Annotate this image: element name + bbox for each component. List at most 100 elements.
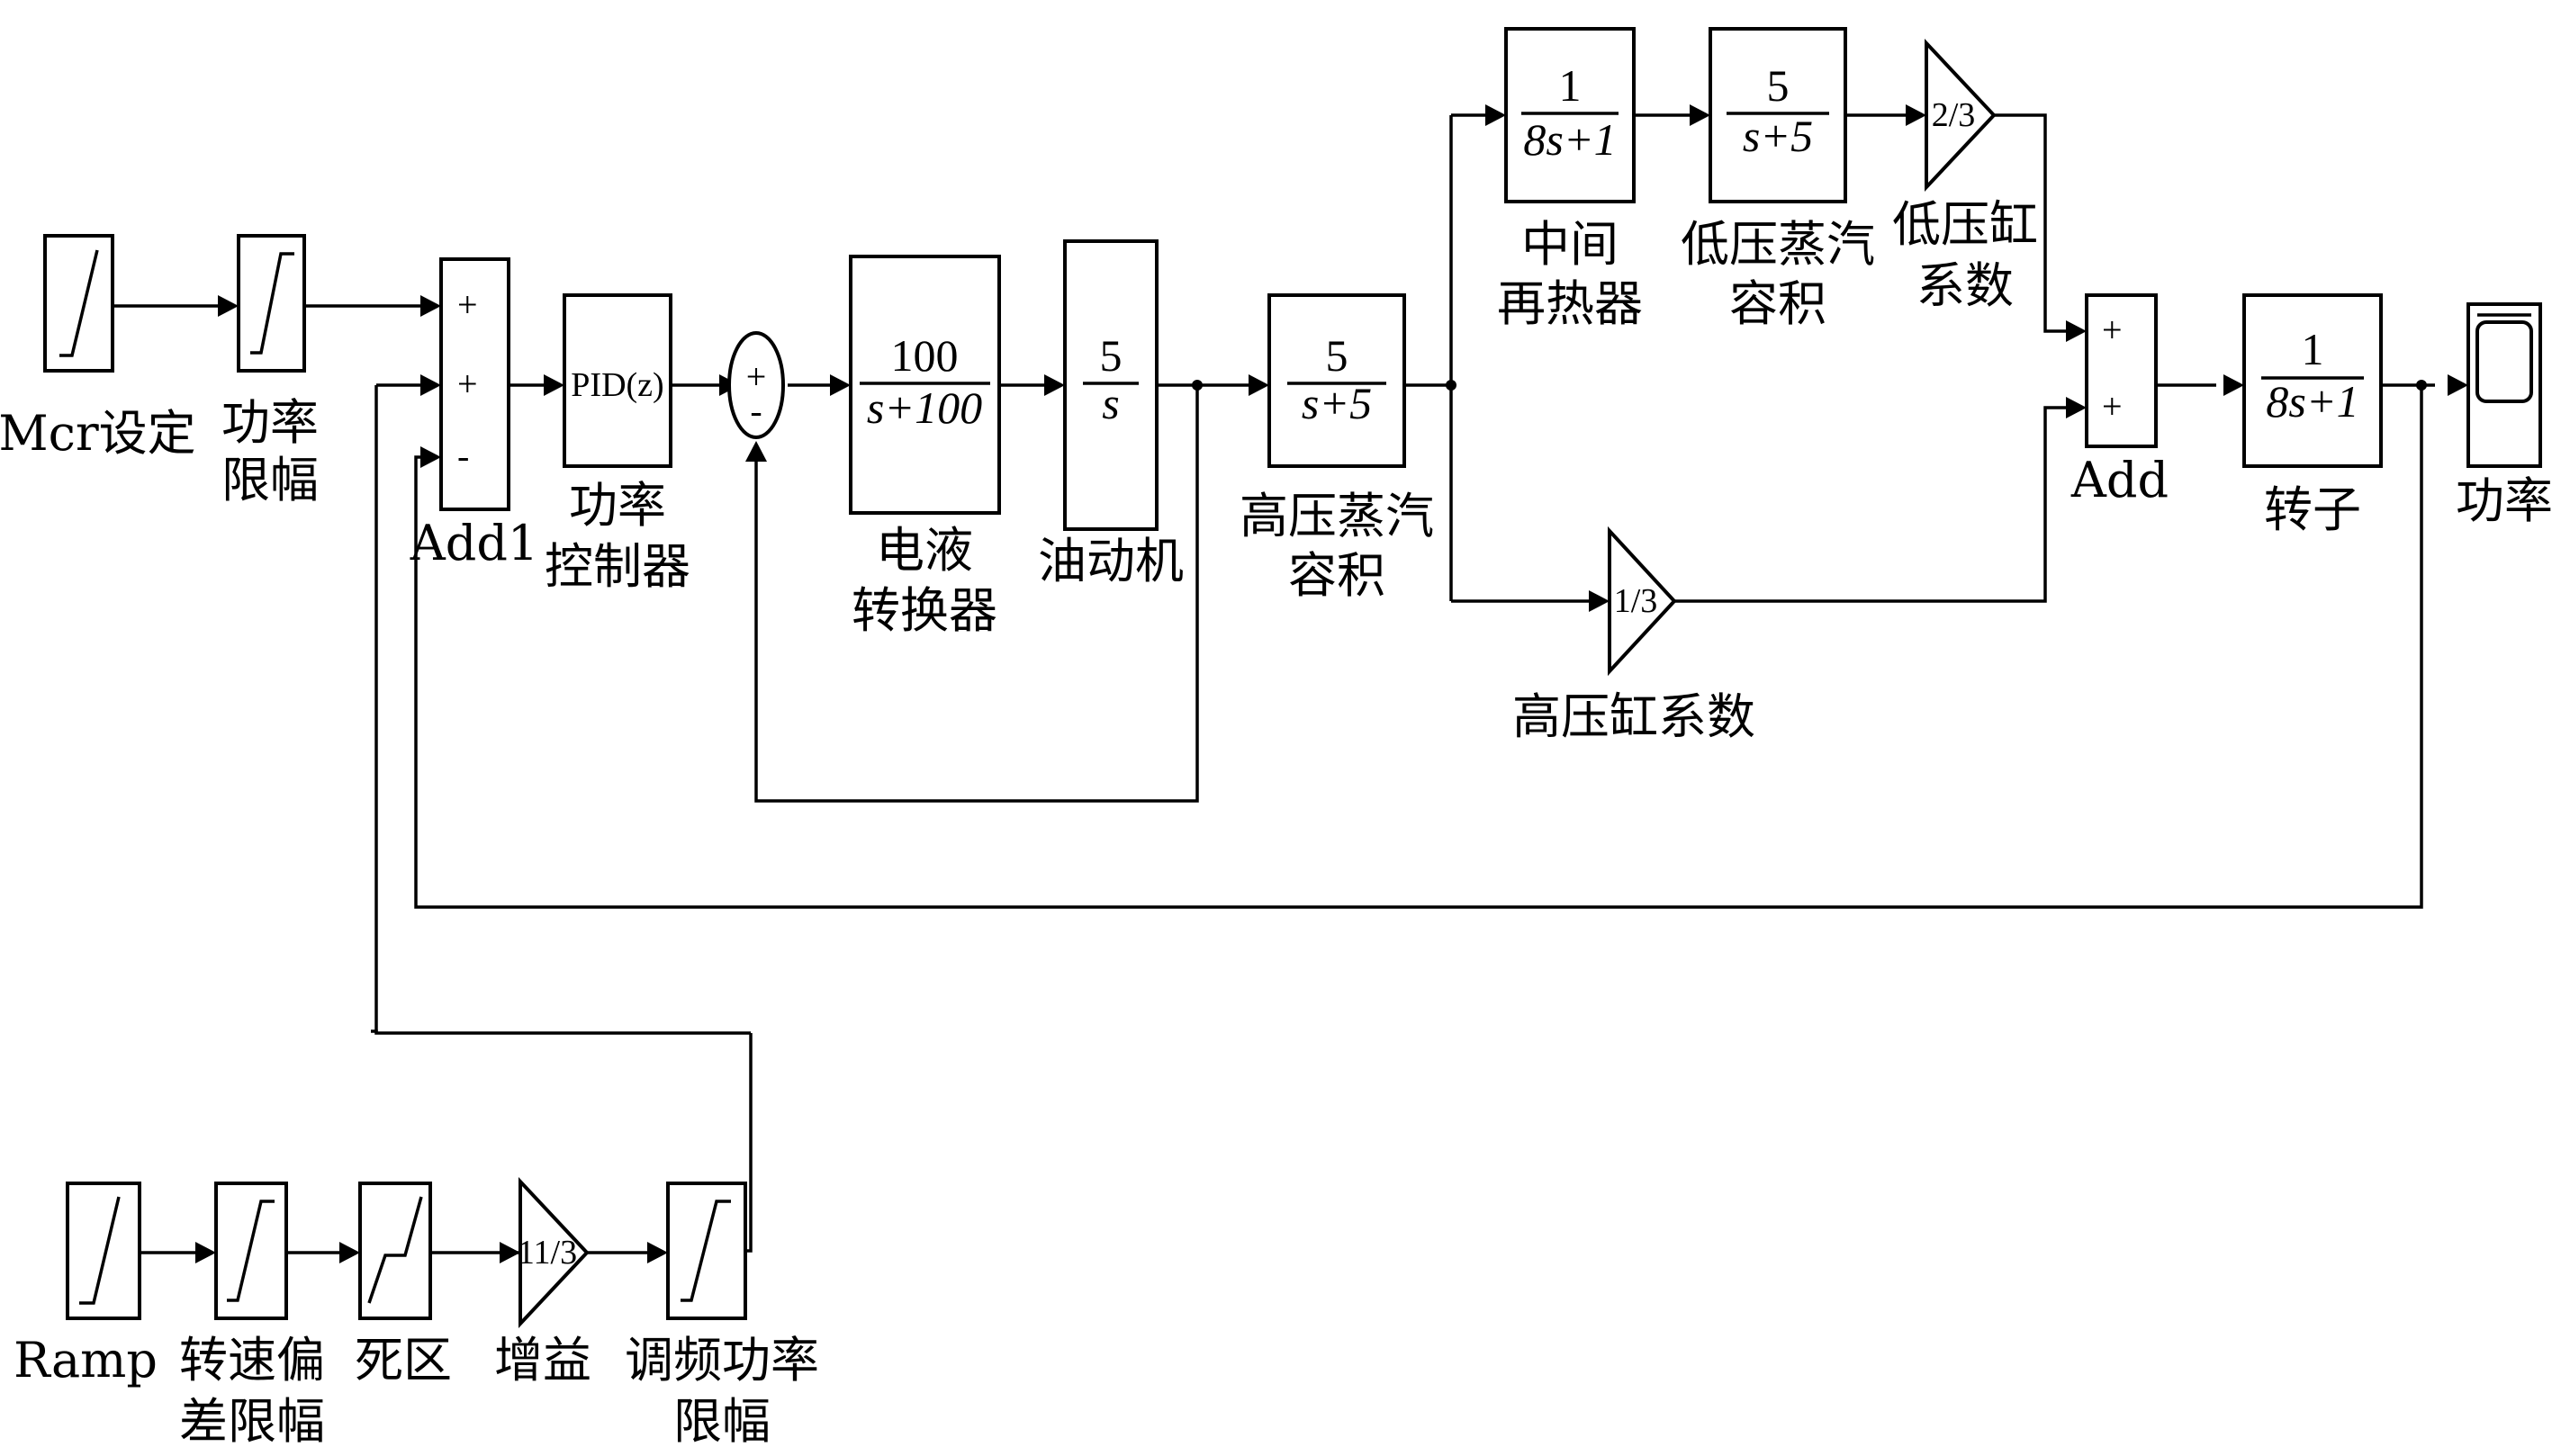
hp-cylinder-gain-block[interactable]: 1/3 高压缸系数 [1512,526,1755,745]
ramp-icon [79,1196,121,1305]
inner-sum-sign-2: - [750,391,762,431]
signal-lines [113,113,2435,1254]
pid-controller-block[interactable]: PID(z) 功率 控制器 [545,293,690,595]
dead-zone-block[interactable]: 死区 [355,1182,452,1389]
hp-vol-numerator: 5 [1326,330,1348,381]
add1-sign-1: + [457,284,478,325]
mcr-setpoint-block[interactable]: Mcr设定 [0,234,196,462]
arrow-lp-gain [1906,104,1926,126]
add1-sign-2: + [457,364,478,404]
pid-label-line2: 控制器 [545,538,690,595]
arrow-reheater [1485,104,1506,126]
arrow-add1-in3 [420,446,441,468]
add-sign-2: + [2102,386,2123,427]
ramp-icon [59,249,99,357]
hp-gain-value: 1/3 [1614,582,1658,620]
hp-steam-volume-block[interactable]: 5 s+5 高压蒸汽 容积 [1240,293,1434,604]
add1-block[interactable]: + + - Add1 [410,257,539,571]
arrow-rotor [2223,374,2244,396]
ehc-converter-block[interactable]: 100 s+100 电液 转换器 [849,255,1001,639]
saturation-icon [227,1200,275,1302]
inner-sum-block[interactable]: + - [727,331,785,439]
add-label: Add [2070,452,2169,508]
dead-zone-label: 死区 [355,1332,452,1389]
ehc-label-line2: 转换器 [852,582,997,639]
inner-sum-sign-1: + [746,356,767,397]
lp-cylinder-gain-block[interactable]: 2/3 低压缸 系数 [1892,38,2038,314]
arrow-add-in2 [2066,397,2087,418]
arrow-hp-gain [1589,590,1610,612]
reheater-block[interactable]: 1 8s+1 中间 再热器 [1497,27,1643,332]
arrow-scope [2448,374,2468,396]
lp-vol-label-line2: 容积 [1729,275,1826,332]
pid-text: PID(z) [571,366,663,404]
add-sign-1: + [2102,310,2123,350]
rotor-numerator: 1 [2302,324,2324,374]
ehc-numerator: 100 [891,330,959,381]
power-limit-block[interactable]: 功率 限幅 [221,234,319,508]
dead-zone-icon [367,1196,423,1304]
add1-sign-3: - [457,436,469,476]
reheater-denominator: 8s+1 [1523,114,1616,165]
speed-limit-label-line2: 差限幅 [179,1393,325,1450]
servo-numerator: 5 [1100,330,1123,381]
ramp-label: Ramp [14,1332,158,1389]
hp-vol-label-line2: 容积 [1288,547,1385,604]
frequency-gain-block[interactable]: 11/3 增益 [494,1176,591,1389]
arrowheads [195,104,2468,1263]
arrow-power-limit [218,295,239,317]
arrow-ehc [830,374,851,396]
reheater-numerator: 1 [1559,60,1582,111]
arrow-add1-in2 [420,374,441,396]
arrow-inner-feedback [745,441,767,462]
arrow-servo [1044,374,1065,396]
speed-deviation-limit-block[interactable]: 转速偏 差限幅 [179,1182,325,1450]
ramp-block[interactable]: Ramp [14,1182,158,1389]
arrow-freq-gain [500,1242,520,1263]
arrow-lp-vol [1690,104,1710,126]
lp-gain-value: 2/3 [1932,96,1976,134]
hp-vol-denominator: s+5 [1302,378,1372,428]
branch-points [1192,380,2427,391]
freq-gain-label: 增益 [494,1332,591,1389]
power-limit-label-line1: 功率 [221,394,319,451]
rotor-label: 转子 [2264,481,2361,538]
branch-point-hp-vol [1446,380,1456,391]
lp-steam-volume-block[interactable]: 5 s+5 低压蒸汽 容积 [1681,27,1875,332]
freq-limit-label-line1: 调频功率 [625,1332,819,1389]
branch-point-servo [1192,380,1203,391]
freq-gain-value: 11/3 [518,1234,577,1272]
servo-label: 油动机 [1038,533,1184,589]
arrow-hp-vol [1249,374,1269,396]
hp-vol-label-line1: 高压蒸汽 [1240,488,1434,544]
power-scope-block[interactable]: 功率 [2456,302,2552,529]
reheater-label-line1: 中间 [1521,216,1619,273]
arrow-add1-in1 [420,295,441,317]
pid-label-line1: 功率 [569,477,666,534]
scope-label: 功率 [2456,472,2552,529]
servo-block[interactable]: 5 s 油动机 [1038,239,1184,589]
hp-gain-label: 高压缸系数 [1512,688,1755,745]
power-limit-label-line2: 限幅 [221,452,319,508]
arrow-freq-limit [647,1242,668,1263]
lp-vol-label-line1: 低压蒸汽 [1681,216,1875,273]
servo-denominator: s [1102,378,1119,428]
rotor-block[interactable]: 1 8s+1 转子 [2242,293,2383,538]
reheater-label-line2: 再热器 [1497,275,1643,332]
add-block[interactable]: + + Add [2070,293,2169,508]
frequency-power-limit-block[interactable]: 调频功率 限幅 [625,1182,819,1450]
lp-vol-denominator: s+5 [1743,111,1813,161]
saturation-icon [250,252,294,355]
lp-gain-label-line2: 系数 [1916,257,2014,314]
saturation-icon [681,1200,731,1302]
ehc-label-line1: 电液 [876,522,973,579]
arrow-pid [544,374,564,396]
arrow-deadzone [339,1242,360,1263]
lp-vol-numerator: 5 [1767,60,1790,111]
add1-label: Add1 [410,515,539,571]
freq-limit-label-line2: 限幅 [673,1393,771,1450]
branch-point-rotor [2416,380,2427,391]
rotor-denominator: 8s+1 [2266,376,2358,427]
arrow-speed-limit [195,1242,216,1263]
